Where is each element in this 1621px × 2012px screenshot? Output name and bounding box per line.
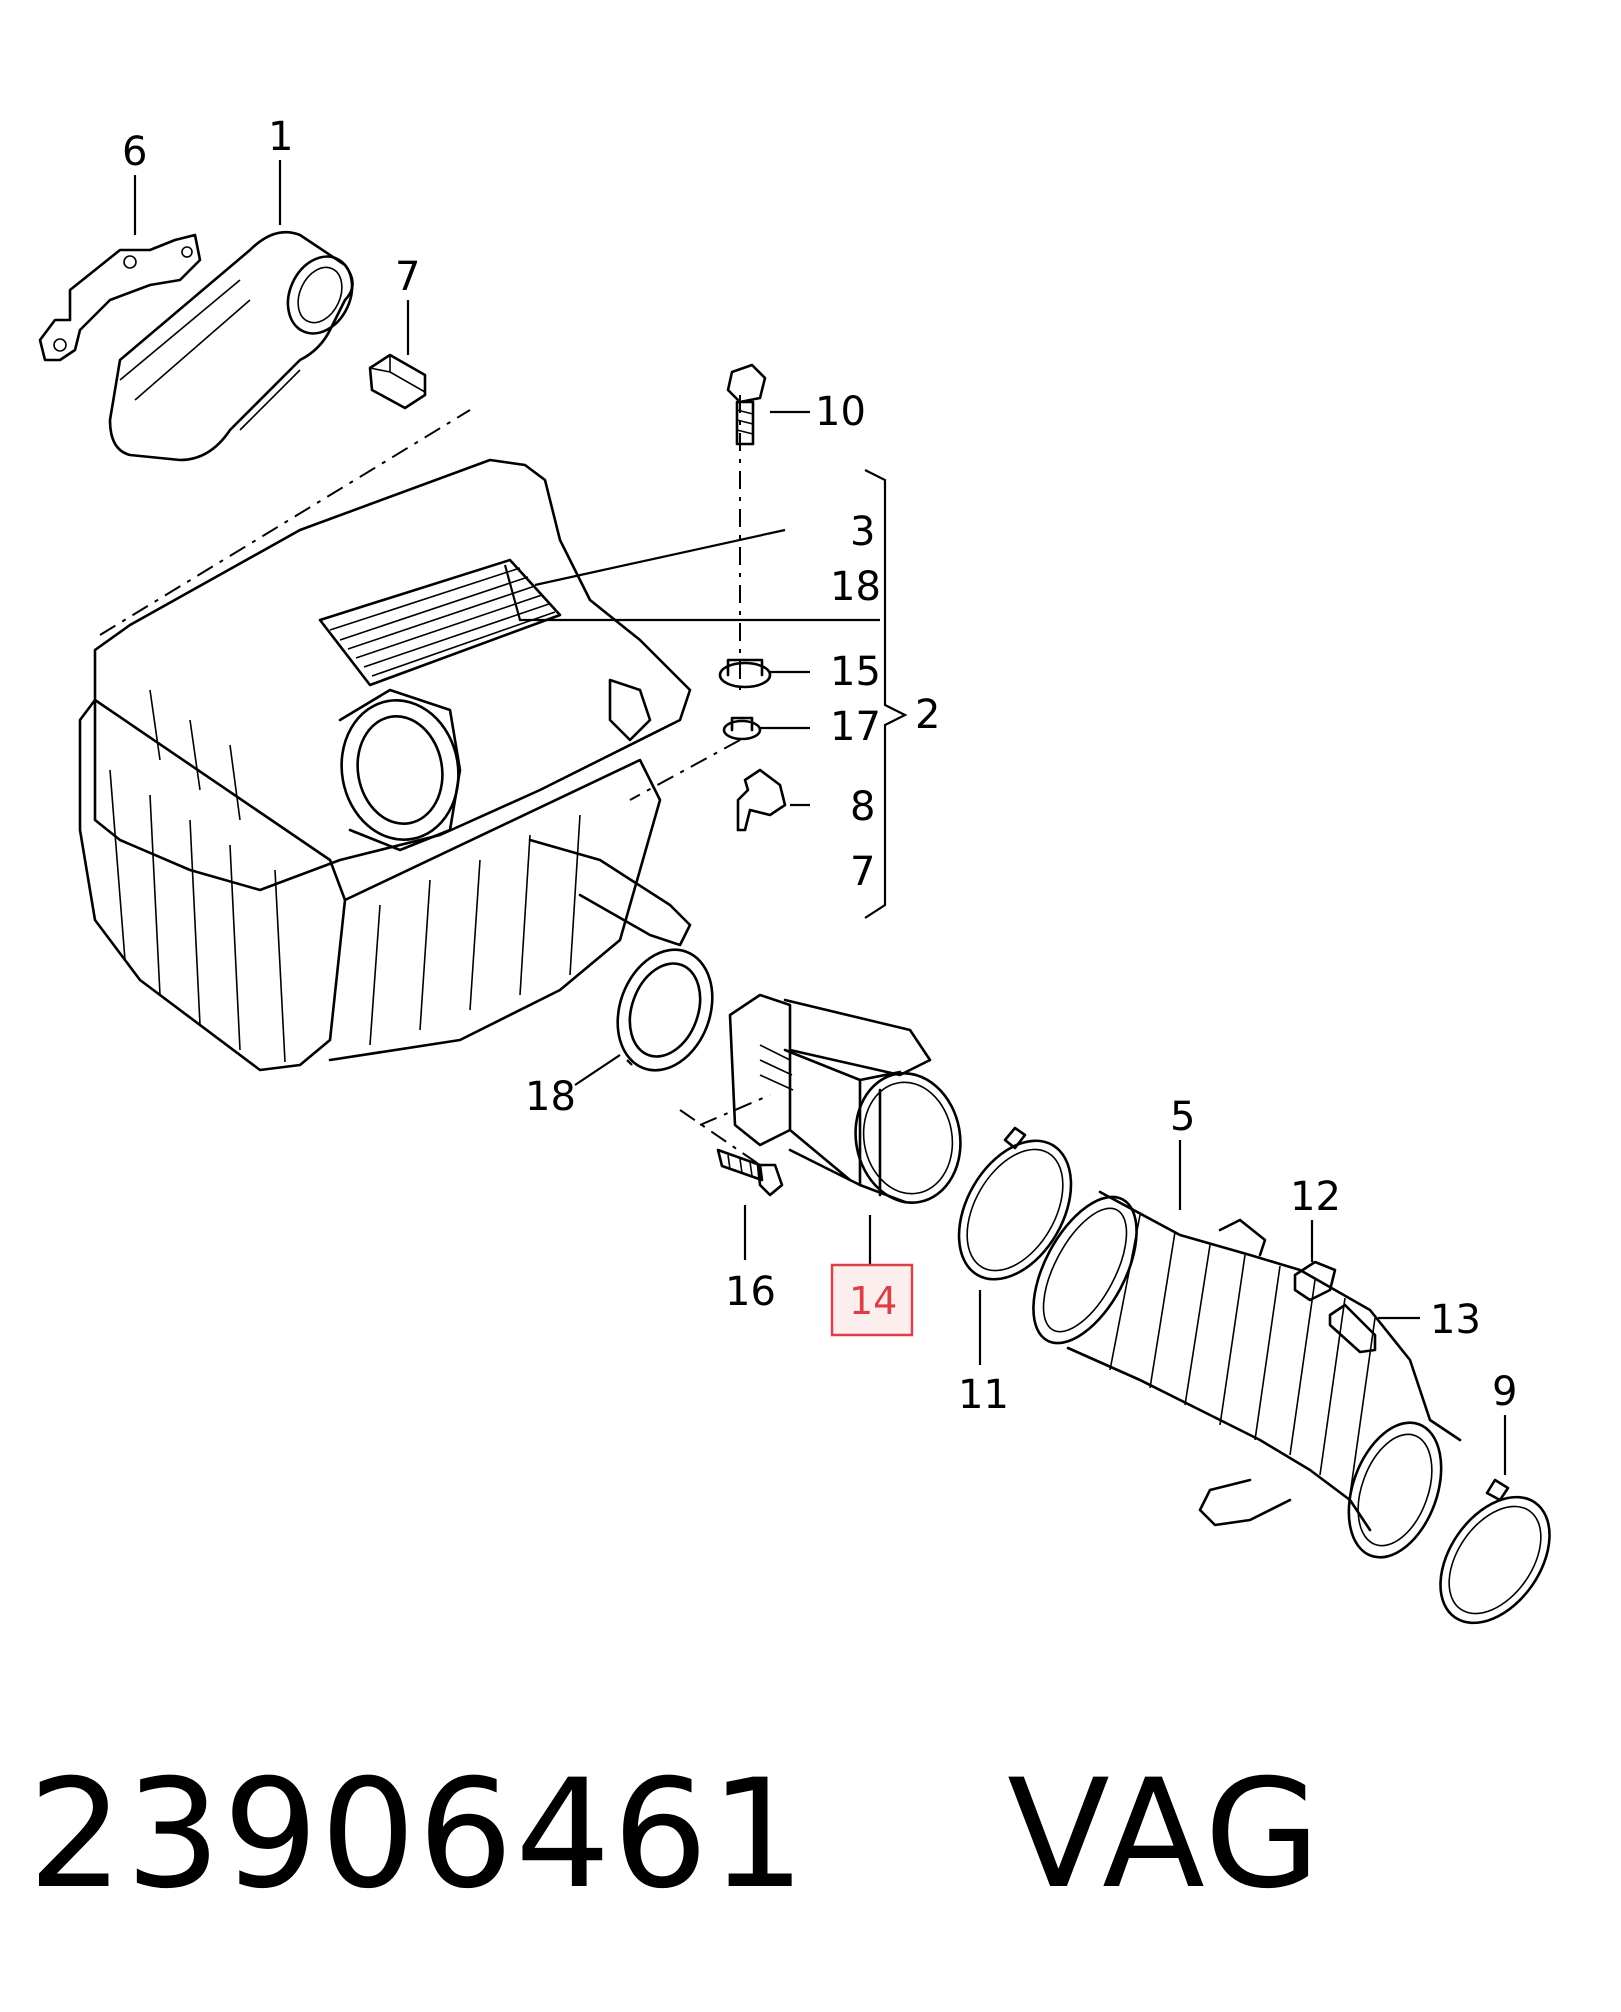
part-6-bracket [38, 233, 202, 362]
part-number: 23906461 [28, 1748, 808, 1922]
callout-9: 9 [1492, 1369, 1517, 1415]
callout-5: 5 [1170, 1094, 1195, 1140]
callout-18-top: 18 [830, 564, 881, 610]
part-8-clip [736, 768, 787, 832]
part-13-valve [1328, 1303, 1377, 1354]
part-17-insert [722, 716, 762, 741]
callout-15: 15 [830, 649, 881, 695]
assembly-line [99, 409, 471, 636]
callout-12: 12 [1290, 1174, 1341, 1220]
footer-caption: 23906461 VAG [28, 1735, 1588, 1935]
callout-1: 1 [268, 114, 293, 160]
part-7-spacer [368, 353, 427, 410]
callout-14-highlighted: 14 [849, 1279, 897, 1323]
brand-name: VAG [1007, 1748, 1323, 1922]
callout-8: 8 [850, 784, 875, 830]
assembly-line [629, 739, 741, 801]
part-1-air-duct-cover [108, 230, 354, 462]
callout-10: 10 [815, 389, 866, 435]
callout-3: 3 [850, 509, 875, 555]
callout-6: 6 [122, 129, 147, 175]
part-15-grommet [718, 658, 772, 689]
callout-11: 11 [958, 1372, 1009, 1418]
callout-16: 16 [725, 1269, 776, 1315]
part-12-connector [1293, 1260, 1337, 1302]
highlighted-part-box [830, 1263, 914, 1337]
callout-7-top: 7 [395, 254, 420, 300]
part-14-air-mass-meter [728, 993, 962, 1204]
callout-13: 13 [1430, 1297, 1481, 1343]
part-16-bolt [716, 1148, 784, 1197]
part-10-bolt [726, 363, 767, 446]
callout-17: 17 [830, 704, 881, 750]
callout-7-bottom: 7 [850, 849, 875, 895]
parts-exploded-diagram: 1 6 7 10 3 18 15 17 2 8 7 18 16 14 11 5 … [38, 114, 1551, 1625]
assembly-line [679, 1094, 771, 1166]
part-11-hose-clamp [957, 1126, 1073, 1281]
callout-2: 2 [915, 692, 940, 738]
part-5-air-intake-hose [1032, 1190, 1462, 1559]
part-9-hose-clamp [1439, 1478, 1551, 1625]
leader-lines [133, 160, 1507, 1475]
part-2-air-filter-housing [78, 458, 692, 1072]
callout-18-bottom: 18 [525, 1074, 576, 1120]
part-18-seal-ring [616, 948, 714, 1072]
